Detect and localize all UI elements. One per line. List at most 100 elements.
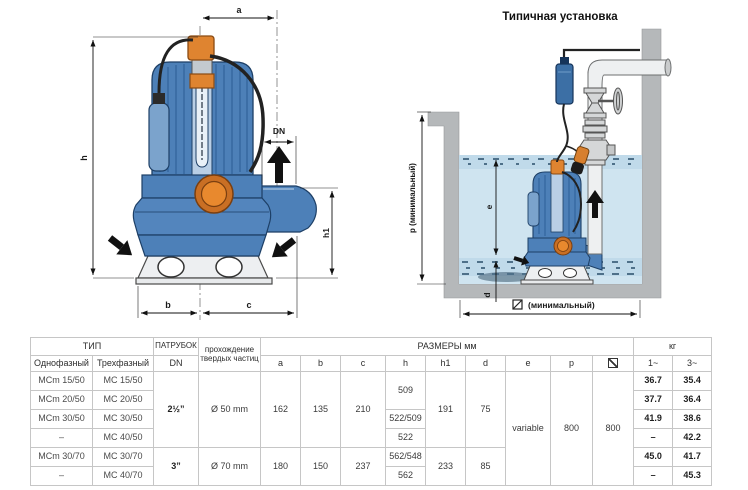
installed-pump-plate: [520, 279, 594, 285]
cell-pit: 800: [591, 371, 635, 486]
cell-mono: MCm 20/50: [30, 390, 93, 410]
gate-valve: [583, 87, 623, 119]
dim-label-c: c: [246, 300, 251, 310]
cell-mono: MCm 30/50: [30, 409, 93, 429]
header-pit-size: [591, 355, 635, 372]
header-e: e: [505, 355, 551, 372]
dim-label-p: p (минимальный): [408, 163, 417, 233]
dim-label-dn: DN: [273, 126, 285, 136]
pump-cable: [556, 103, 569, 163]
header-single-phase: Однофазный: [30, 355, 93, 372]
diagrams: h a DN h1 b c Типичная установка: [79, 5, 672, 320]
table-row: MCm 20/50 MC 20/50 37.7 36.4: [30, 390, 713, 410]
cell-a: 180: [260, 447, 301, 486]
pump-base-plate: [135, 277, 273, 285]
cell-w3: 38.6: [672, 409, 713, 429]
cell-c: 210: [340, 371, 386, 448]
base-hole-right: [215, 256, 243, 278]
dim-label-d: d: [482, 292, 492, 297]
cell-w3: 41.7: [672, 447, 713, 467]
float-switch: [570, 146, 590, 175]
control-box-gland: [560, 57, 569, 64]
cell-dn: 3”: [153, 447, 199, 486]
float-cable-holder: [148, 102, 170, 172]
volute-cone: [137, 234, 267, 257]
cell-mono: MCm 30/70: [30, 447, 93, 467]
dim-label-e: e: [484, 204, 494, 209]
cell-w1: 37.7: [633, 390, 674, 410]
table-row: – MC 40/70 562 – 45.3: [30, 466, 713, 486]
spec-table: ТИП ПАТРУБОК прохождение твердых частиц …: [30, 337, 713, 486]
cell-h: 562/548: [385, 447, 426, 467]
square-diagonal-icon: [608, 358, 619, 369]
cell-h: 509: [385, 371, 426, 410]
header-weight-1ph: 1~: [633, 355, 674, 372]
cell-three: MC 15/50: [92, 371, 154, 391]
cell-h: 522: [385, 428, 426, 448]
header-p: p: [550, 355, 593, 372]
installed-oil-plug-inner: [557, 240, 569, 252]
cable-gland: [153, 93, 165, 104]
supply-cable: [562, 48, 640, 57]
oil-plug-inner: [200, 180, 228, 208]
cell-w1: 41.9: [633, 409, 674, 429]
cell-h1: 233: [425, 447, 466, 486]
dim-label-a: a: [236, 5, 242, 15]
table-row: MCm 15/50 MC 15/50 2½” Ø 50 mm 162 135 2…: [30, 371, 713, 486]
installed-pump: [513, 159, 603, 285]
cell-solids: Ø 50 mm: [198, 371, 261, 448]
cell-w3: 42.2: [672, 428, 713, 448]
cell-w1: 45.0: [633, 447, 674, 467]
pump-dimension-drawing: h a DN h1 b c: [79, 5, 338, 320]
cell-w1: –: [633, 466, 674, 486]
cell-p: 800: [550, 371, 593, 486]
header-d: d: [465, 355, 506, 372]
cell-w3: 35.4: [672, 371, 713, 391]
base-hole-left: [157, 256, 185, 278]
header-c: c: [340, 355, 386, 372]
cell-three: MC 40/50: [92, 428, 154, 448]
table-row: MCm 30/70 MC 30/70 3” Ø 70 mm 180 150 23…: [30, 447, 713, 486]
control-box: [555, 63, 574, 105]
header-b: b: [300, 355, 341, 372]
installed-volute: [523, 251, 591, 267]
installation-drawing: Типичная установка: [408, 11, 672, 318]
table-row: – MC 40/50 522 – 42.2: [30, 428, 713, 448]
dim-label-pit: (минимальный): [528, 300, 595, 310]
header-dn: DN: [153, 355, 199, 372]
cell-w3: 45.3: [672, 466, 713, 486]
suction-arrow-right: [271, 237, 297, 258]
cell-solids: Ø 70 mm: [198, 447, 261, 486]
header-kg: кг: [633, 337, 713, 356]
pipe-flow-arrow: [586, 190, 604, 218]
installed-base-hole-left: [538, 268, 552, 278]
installed-cable-holder: [527, 191, 540, 227]
header-patrubok: ПАТРУБОК: [153, 337, 199, 356]
header-type: ТИП: [30, 337, 154, 356]
cell-d: 85: [465, 447, 506, 486]
cell-d: 75: [465, 371, 506, 448]
header-h1: h1: [425, 355, 466, 372]
cell-w1: 36.7: [633, 371, 674, 391]
cell-three: MC 20/50: [92, 390, 154, 410]
installed-cable-loop: [561, 171, 583, 233]
header-sizes: РАЗМЕРЫ мм: [259, 337, 635, 356]
handle-collar: [189, 73, 215, 89]
installed-channel: [550, 171, 564, 233]
installed-suction-arrow: [513, 256, 530, 266]
suction-arrow-left: [107, 235, 133, 256]
dim-label-h1: h1: [321, 228, 331, 238]
cell-h1: 191: [425, 371, 466, 448]
installation-title: Типичная установка: [502, 11, 618, 23]
power-cable-right: [209, 54, 265, 173]
installed-pump-base: [523, 265, 591, 281]
cell-e: variable: [505, 371, 551, 486]
cell-three: MC 30/50: [92, 409, 154, 429]
header-weight-3ph: 3~: [672, 355, 713, 372]
handle-knob: [187, 35, 215, 61]
header-three-phase: Трехфазный: [92, 355, 154, 372]
dim-label-h: h: [79, 155, 89, 161]
cell-w3: 36.4: [672, 390, 713, 410]
cell-three: MC 30/70: [92, 447, 154, 467]
